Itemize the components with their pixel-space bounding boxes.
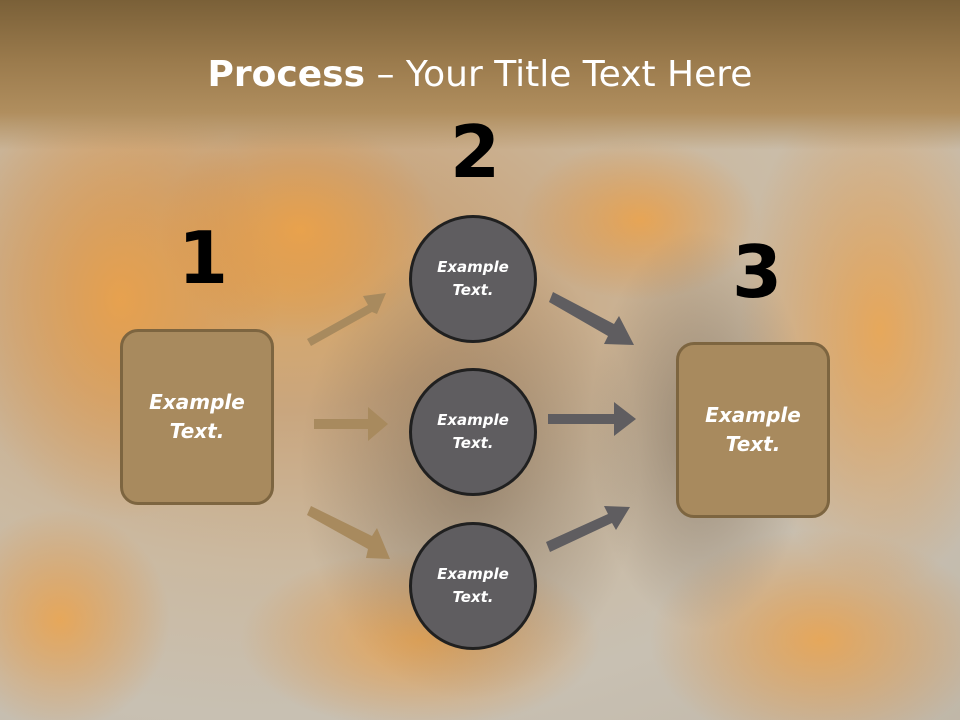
step-number-2: 2 xyxy=(450,110,501,194)
right-box-line1: Example xyxy=(705,403,801,427)
left-box-line1: Example xyxy=(149,390,245,414)
title-bold: Process xyxy=(207,54,366,95)
circle-middle-line2: Text. xyxy=(452,434,494,452)
slide-title: Process – Your Title Text Here xyxy=(0,52,960,98)
arrow-left-down xyxy=(307,506,390,559)
right-box-line2: Text. xyxy=(725,432,781,456)
arrow-left-up xyxy=(307,293,386,346)
arrow-right-down xyxy=(546,506,630,552)
arrow-right-mid xyxy=(548,402,636,436)
title-rest: – Your Title Text Here xyxy=(365,54,753,95)
arrow-right-up xyxy=(549,292,634,345)
circle-middle-line1: Example xyxy=(437,411,509,429)
circle-bottom-line2: Text. xyxy=(452,588,494,606)
circle-top-line2: Text. xyxy=(452,281,494,299)
circle-bottom-line1: Example xyxy=(437,565,509,583)
circle-top-line1: Example xyxy=(437,258,509,276)
arrow-left-mid xyxy=(314,407,388,441)
step-number-1: 1 xyxy=(178,216,229,300)
step-number-3: 3 xyxy=(732,230,783,314)
title-band xyxy=(0,0,960,150)
left-box-line2: Text. xyxy=(169,419,225,443)
